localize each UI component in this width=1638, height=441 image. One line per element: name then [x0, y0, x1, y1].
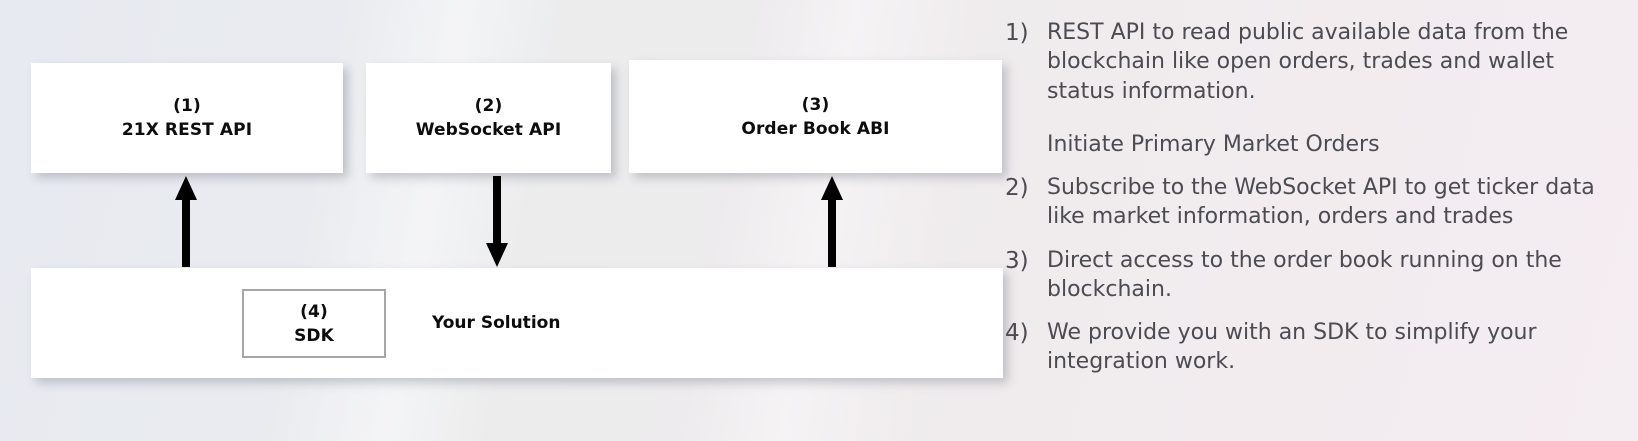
note-extra-1: Initiate Primary Market Orders	[1047, 131, 1380, 157]
architecture-diagram: (1) 21X REST API (2) WebSocket API (3) O…	[31, 60, 1003, 378]
arrow-solution-to-rest-api-icon	[175, 176, 197, 267]
card-sdk[interactable]: (4) SDK	[242, 289, 386, 358]
note-marker-4: 4)	[1005, 320, 1029, 346]
notes-list: 1) REST API to read public available dat…	[1005, 0, 1638, 441]
note-item-3: 3) Direct access to the order book runni…	[1005, 246, 1608, 305]
card-your-solution[interactable]: (4) SDK Your Solution	[31, 268, 1003, 378]
note-body-1: REST API to read public available data f…	[1047, 18, 1608, 159]
card-rest-api-title: 21X REST API	[121, 120, 253, 140]
note-text-2: Subscribe to the WebSocket API to get ti…	[1047, 175, 1595, 230]
card-rest-api-text: (1) 21X REST API	[31, 94, 343, 142]
card-websocket-api-number: (2)	[474, 95, 503, 116]
card-websocket-api-title: WebSocket API	[415, 120, 562, 140]
card-order-book-abi-number: (3)	[801, 94, 830, 115]
note-item-1: 1) REST API to read public available dat…	[1005, 18, 1608, 159]
arrow-websocket-to-solution-icon	[486, 176, 508, 267]
note-marker-2: 2)	[1005, 175, 1029, 201]
note-marker-1: 1)	[1005, 20, 1029, 46]
card-sdk-text: (4) SDK	[244, 299, 384, 347]
note-text-4: We provide you with an SDK to simplify y…	[1047, 320, 1537, 375]
note-item-4: 4) We provide you with an SDK to simplif…	[1005, 318, 1608, 377]
note-marker-3: 3)	[1005, 247, 1029, 274]
card-websocket-api-text: (2) WebSocket API	[366, 94, 611, 142]
card-rest-api[interactable]: (1) 21X REST API	[31, 63, 343, 173]
card-order-book-abi-title: Order Book ABI	[741, 118, 890, 139]
card-sdk-number: (4)	[300, 301, 328, 322]
card-rest-api-number: (1)	[173, 95, 201, 116]
note-item-2: 2) Subscribe to the WebSocket API to get…	[1005, 173, 1608, 232]
card-order-book-abi[interactable]: (3) Order Book ABI	[629, 60, 1002, 173]
note-text-1: REST API to read public available data f…	[1047, 20, 1569, 104]
card-order-book-abi-text: (3) Order Book ABI	[629, 92, 1002, 140]
note-text-3: Direct access to the order book running …	[1047, 247, 1562, 302]
arrow-solution-to-order-book-icon	[821, 176, 843, 267]
card-sdk-title: SDK	[294, 325, 334, 346]
your-solution-label: Your Solution	[432, 313, 561, 333]
card-websocket-api[interactable]: (2) WebSocket API	[366, 63, 611, 173]
